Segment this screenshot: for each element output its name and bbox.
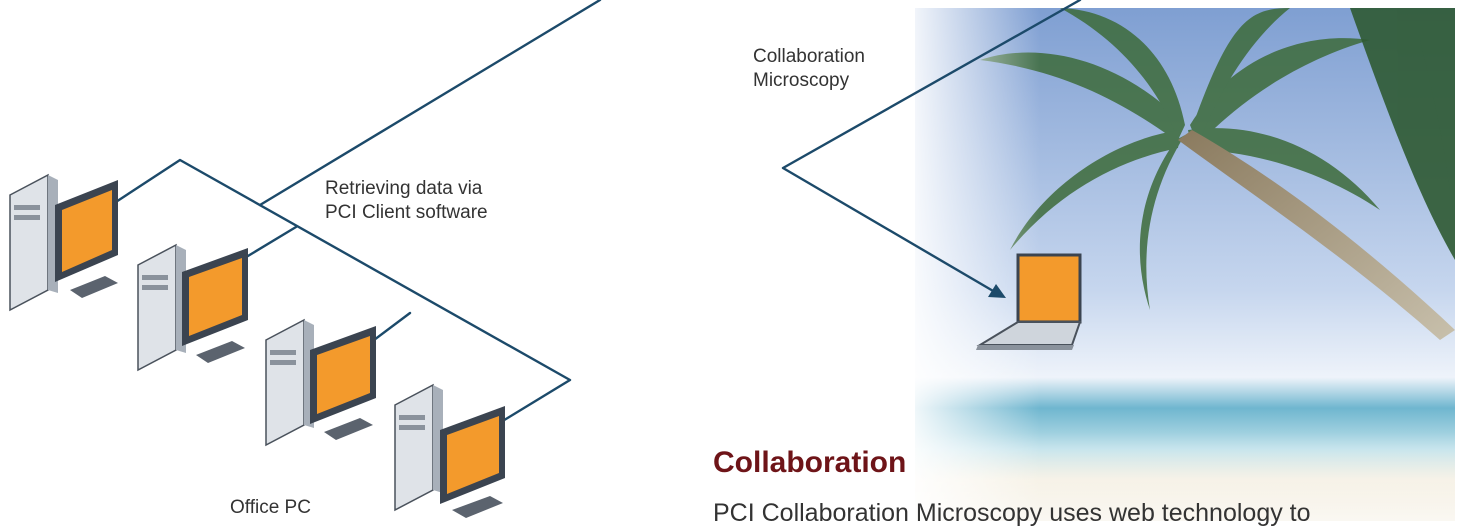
office-pc-icon	[9, 173, 118, 312]
section-body-text: PCI Collaboration Microscopy uses web te…	[713, 499, 1311, 527]
arrow-head	[988, 284, 1006, 298]
connector-lines	[94, 0, 1082, 452]
laptop-icon	[976, 253, 1082, 350]
office-pc-icon	[137, 243, 248, 372]
section-heading: Collaboration	[713, 446, 907, 479]
collaboration-microscopy-label: Collaboration Microscopy	[753, 46, 865, 91]
beach-background	[900, 0, 1455, 521]
office-pc-label: Office PC	[230, 497, 311, 518]
retrieving-data-label: Retrieving data via PCI Client software	[325, 178, 488, 223]
office-pc-icon	[265, 318, 376, 447]
office-pc-icon	[394, 383, 505, 518]
